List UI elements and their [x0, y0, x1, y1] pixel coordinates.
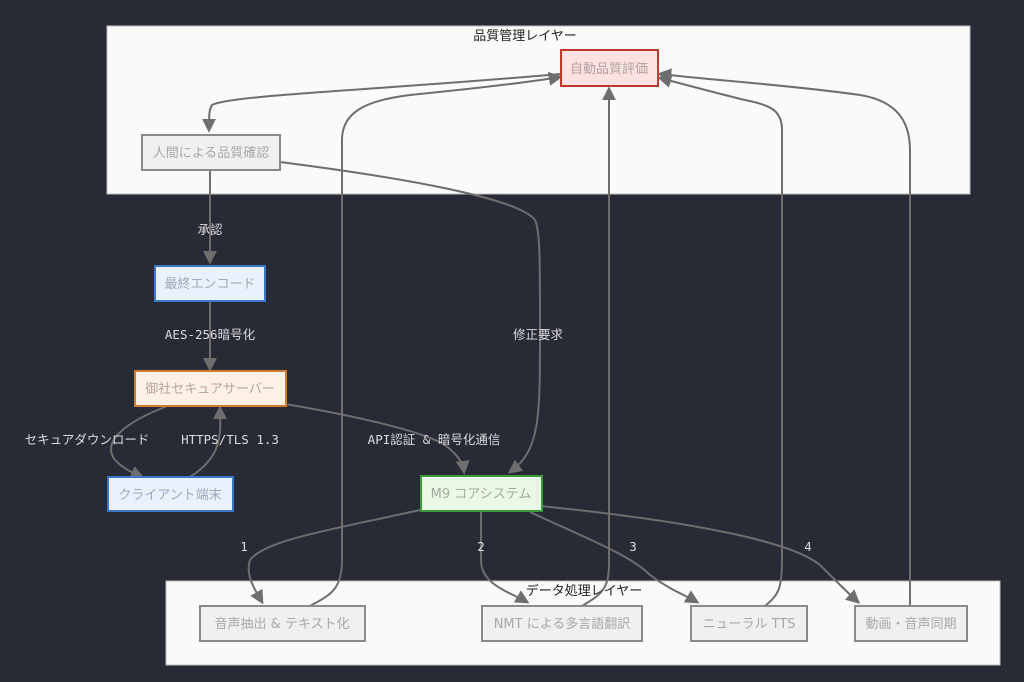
edge-auto-to-human [202, 73, 561, 133]
node-human-check[interactable]: 人間による品質確認 [141, 134, 281, 171]
node-client-label: クライアント端末 [118, 488, 221, 503]
edge-server-to-m9 [284, 403, 470, 475]
edge-client-to-server [189, 405, 228, 478]
edge-tts-to-auto [657, 74, 783, 607]
node-client[interactable]: クライアント端末 [107, 476, 234, 512]
edge-labels: 承認 AES-256暗号化 修正要求 セキュアダウンロード HTTPS/TLS … [25, 222, 812, 554]
node-sync-label: 動画・音声同期 [865, 616, 956, 632]
edge-server-to-client [110, 404, 171, 480]
edge-label-fix-request: 修正要求 [513, 327, 564, 342]
edge-label-secure-download: セキュアダウンロード [25, 432, 150, 447]
node-m9-core-label: M9 コアシステム [431, 487, 532, 502]
edge-label-approve: 承認 [197, 222, 223, 237]
node-neural-tts[interactable]: ニューラル TTS [690, 605, 808, 642]
node-auto-eval-label: 自動品質評価 [570, 62, 648, 77]
node-audio-extract[interactable]: 音声抽出 & テキスト化 [199, 605, 366, 642]
edge-label-step1: 1 [240, 539, 248, 554]
edge-label-aes: AES-256暗号化 [165, 327, 256, 342]
edge-label-step3: 3 [629, 539, 637, 554]
node-m9-core[interactable]: M9 コアシステム [420, 475, 543, 512]
node-secure-server[interactable]: 御社セキュアサーバー [134, 370, 287, 407]
edge-nmt-to-auto [581, 86, 616, 607]
edge-sync-to-auto [657, 68, 911, 606]
node-human-check-label: 人間による品質確認 [153, 145, 270, 161]
edge-audio-to-auto [309, 71, 563, 607]
node-sync[interactable]: 動画・音声同期 [854, 605, 968, 642]
node-auto-eval[interactable]: 自動品質評価 [560, 49, 659, 87]
edges [110, 68, 911, 607]
edge-label-step2: 2 [477, 539, 485, 554]
cluster-quality-title: 品質管理レイヤー [473, 29, 577, 44]
edge-m9-to-audio [247, 509, 421, 605]
node-neural-tts-label: ニューラル TTS [702, 617, 795, 632]
cluster-data-title: データ処理レイヤー [526, 583, 643, 599]
edge-label-api-auth: API認証 & 暗号化通信 [368, 432, 501, 447]
node-final-encode[interactable]: 最終エンコード [154, 265, 266, 302]
node-audio-extract-label: 音声抽出 & テキスト化 [214, 616, 349, 632]
node-nmt-label: NMT による多言語翻訳 [494, 616, 631, 632]
node-final-encode-label: 最終エンコード [164, 276, 255, 292]
node-secure-server-label: 御社セキュアサーバー [145, 381, 275, 397]
edge-m9-to-sync [539, 505, 861, 604]
edge-label-https: HTTPS/TLS 1.3 [181, 432, 279, 447]
node-nmt[interactable]: NMT による多言語翻訳 [481, 605, 643, 642]
edge-m9-to-nmt [480, 512, 530, 604]
edge-human-to-m9 [279, 161, 541, 474]
edge-label-step4: 4 [804, 539, 812, 554]
edge-m9-to-tts [529, 511, 700, 604]
